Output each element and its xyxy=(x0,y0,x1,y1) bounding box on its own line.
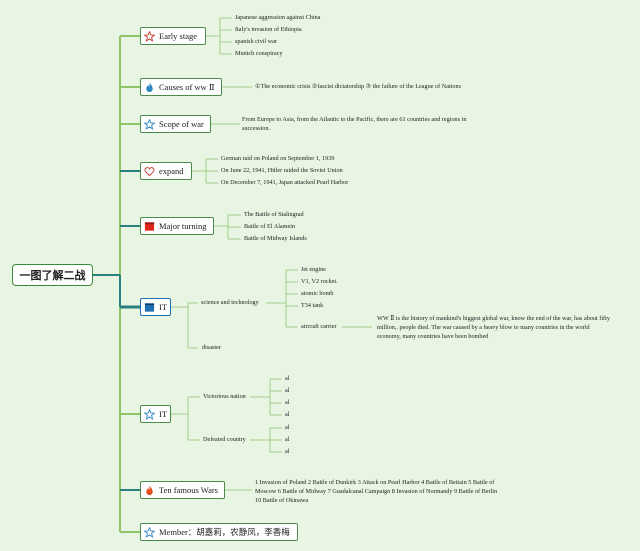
leaf-text: Munich conspiracy xyxy=(235,50,283,57)
leaf-text: al xyxy=(285,448,290,455)
branch-label: IT xyxy=(159,409,168,419)
leaf-text: ①The economic crisis ②fascist dictatorsh… xyxy=(255,83,461,90)
summary-text: WW Ⅱ is the history of mankind's biggest… xyxy=(377,315,610,340)
flame-icon xyxy=(144,82,155,93)
leaf-text: From Europe to Asia, from the Atlantic t… xyxy=(242,116,467,132)
star-outline-icon xyxy=(144,526,155,538)
branch-ten-famous-wars[interactable]: Ten famous Wars xyxy=(140,481,225,499)
flame-icon xyxy=(144,485,155,496)
leaf-text: al xyxy=(285,375,290,382)
leaf-text: On June 22, 1941, Hitler raided the Sovi… xyxy=(221,167,343,174)
branch-early-stage[interactable]: Early stage xyxy=(140,27,206,45)
branch-it-technology[interactable]: IT xyxy=(140,298,171,316)
branch-label: IT xyxy=(159,302,168,312)
branch-label: expand xyxy=(159,166,184,176)
leaf-text: 1 Invasion of Poland 2 Battle of Dunkirk… xyxy=(255,479,498,503)
branch-label: Major turning xyxy=(159,221,207,231)
leaf-text: al xyxy=(285,436,290,443)
leaf-text: Battle of Midway Islands xyxy=(244,235,307,242)
branch-label: Causes of ww Ⅱ xyxy=(159,81,215,92)
leaf-text: Italy's invasion of Ethiopia xyxy=(235,26,302,33)
leaf-text: Battle of El Alamein xyxy=(244,223,296,230)
leaf-text: Jet engine xyxy=(301,266,326,273)
red-square-icon xyxy=(144,221,155,232)
leaf-text: German raid on Poland on September 1, 19… xyxy=(221,155,335,162)
leaf-text: T34 tank xyxy=(301,302,324,309)
branch-scope[interactable]: Scope of war xyxy=(140,115,211,133)
sub-branch-victorious[interactable]: Victorious nation xyxy=(203,393,246,400)
branch-label: Member：胡嘉莉，农静凤，李香梅 xyxy=(159,527,290,537)
branch-member[interactable]: Member：胡嘉莉，农静凤，李香梅 xyxy=(140,523,298,541)
leaf-text: atomic bomb xyxy=(301,290,334,297)
star-outline-icon xyxy=(144,408,155,420)
branch-major-turning[interactable]: Major turning xyxy=(140,217,214,235)
branch-it-nations[interactable]: IT xyxy=(140,405,171,423)
sub-branch-defeated[interactable]: Defeated country xyxy=(203,436,246,443)
branch-label: Early stage xyxy=(159,31,197,41)
branch-label: Scope of war xyxy=(159,119,204,129)
sub-branch-science[interactable]: science and technology xyxy=(201,299,259,306)
root-label: 一图了解二战 xyxy=(19,269,86,282)
sub-branch-disaster[interactable]: disaster xyxy=(202,344,221,351)
root-node[interactable]: 一图了解二战 xyxy=(12,264,93,286)
leaf-text: spanish civil war xyxy=(235,38,277,45)
leaf-text: V1, V2 rocket. xyxy=(301,278,338,285)
leaf-text: al xyxy=(285,399,290,406)
leaf-text: Japanese aggression against China xyxy=(235,14,321,21)
leaf-text: On December 7, 1941, Japan attacked Pear… xyxy=(221,179,349,186)
branch-label: Ten famous Wars xyxy=(159,485,218,495)
branch-expand[interactable]: expand xyxy=(140,162,192,180)
branch-causes[interactable]: Causes of ww Ⅱ xyxy=(140,78,222,96)
star-outline-icon xyxy=(144,118,155,130)
leaf-text: The Battle of Stalingrad xyxy=(244,211,304,218)
leaf-text: al xyxy=(285,424,290,431)
heart-outline-icon xyxy=(144,166,155,177)
leaf-text: aircraft carrier xyxy=(301,323,337,330)
leaf-text: al xyxy=(285,387,290,394)
blue-square-icon xyxy=(144,302,155,313)
leaf-text: al xyxy=(285,411,290,418)
star-outline-icon xyxy=(144,30,155,42)
